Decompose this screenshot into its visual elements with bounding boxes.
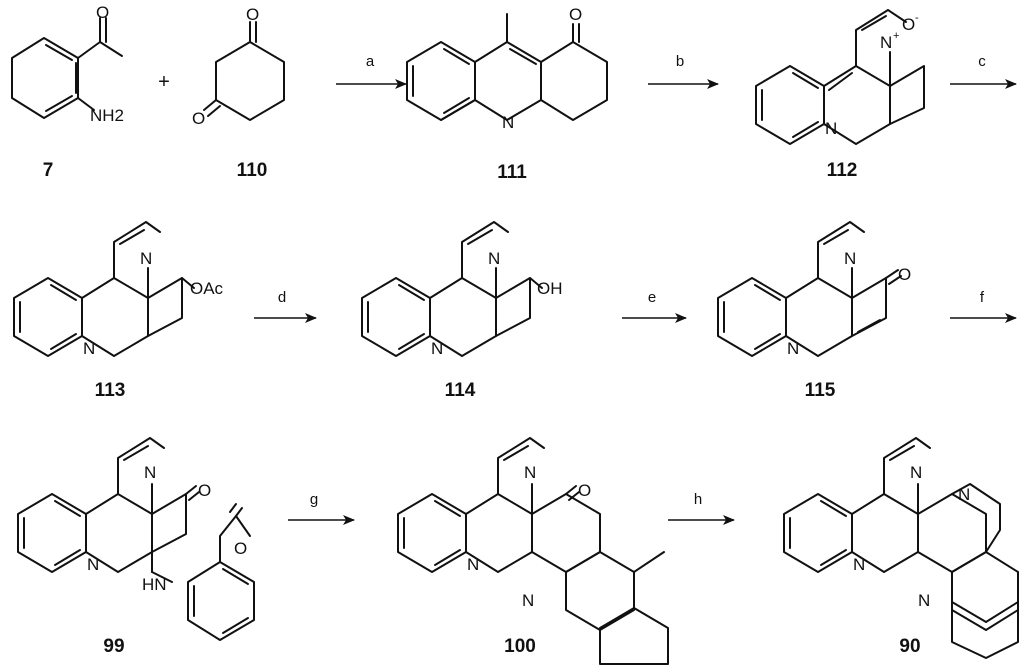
compound-110-label: 110 [237,160,268,181]
compound-113-label: 113 [95,380,126,401]
arrow-step-e: e [622,289,687,323]
compound-115: N O N 115 [717,221,911,401]
compound-114-atom-n: N [431,339,443,358]
step-h-label: h [694,491,702,508]
compound-7-atom-o: O [96,3,109,22]
compound-112-atom-n-plus: N [880,33,892,52]
compound-112-atom-n: N [825,119,837,138]
step-a-label: a [366,53,375,70]
compound-90-structure: N N N N [783,437,1019,659]
compound-7-atom-nh2: NH2 [90,106,124,125]
compound-114-atom-n-top: N [488,249,500,268]
compound-99-atom-o-acetyl: O [234,539,247,558]
compound-115-atom-o: O [898,265,911,284]
compound-99-atom-o: O [198,481,211,500]
compound-99-atom-n-top: N [144,463,156,482]
compound-90-atom-n-bottom: N [918,591,930,610]
compound-115-label: 115 [805,380,836,401]
compound-90-label: 90 [899,636,920,657]
compound-114-atom-oh: OH [537,279,563,298]
compound-100-atom-n-bottom: N [522,591,534,610]
compound-99: N O N HN O 99 [17,437,255,657]
compound-111: O N 111 [406,5,608,183]
compound-111-structure: O N [406,5,608,132]
step-c-label: c [978,53,986,70]
arrow-step-h: h [668,491,735,525]
compound-114-structure: N OH N [361,221,563,358]
compound-99-label: 99 [103,636,124,657]
compound-111-atom-o: O [569,5,582,24]
compound-100-atom-o: O [578,481,591,500]
arrow-step-d: d [254,289,317,323]
arrow-step-a: a [336,53,407,89]
compound-110-structure: O O [192,5,285,128]
compound-7-label: 7 [43,160,54,181]
compound-90-atom-n: N [853,555,865,574]
step-b-label: b [676,53,684,70]
compound-90: N N N N 90 [783,437,1019,659]
compound-112-atom-o: O [902,15,915,34]
compound-113-structure: N OAc N [13,221,224,358]
compound-112-charge-minus: - [915,12,919,24]
compound-100: N O N N 100 [397,437,669,665]
compound-99-atom-hn: HN [142,575,167,594]
compound-115-atom-n: N [787,339,799,358]
compound-113-atom-n: N [83,339,95,358]
compound-112-label: 112 [827,160,858,181]
compound-7-structure: O NH2 [11,3,124,125]
compound-99-structure: N O N HN O [17,437,255,641]
step-f-label: f [980,289,985,306]
compound-90-atom-n-right: N [958,485,970,504]
compound-110-atom-o-top: O [246,5,259,24]
arrow-step-g: g [288,491,355,525]
compound-113: N OAc N 113 [13,221,224,401]
compound-100-label: 100 [504,636,536,657]
plus-sign: + [158,71,170,93]
compound-111-label: 111 [497,162,527,183]
compound-112-charge-plus: + [893,30,899,42]
compound-115-atom-n-top: N [844,249,856,268]
arrow-step-c: c [950,53,1017,89]
compound-7: O NH2 7 [11,3,124,181]
compound-100-atom-n-top: N [524,463,536,482]
arrow-step-b: b [648,53,719,89]
arrow-step-f: f [950,289,1017,323]
compound-115-structure: N O N [717,221,911,358]
compound-113-atom-oac: OAc [190,279,224,298]
compound-111-atom-n: N [502,113,514,132]
compound-99-atom-n: N [87,555,99,574]
compound-110: O O 110 [192,5,285,181]
compound-113-atom-n-top: N [140,249,152,268]
compound-114: N OH N 114 [361,221,563,401]
compound-114-label: 114 [445,380,476,401]
compound-90-atom-n-top: N [910,463,922,482]
step-g-label: g [310,491,318,508]
compound-100-structure: N O N N [397,437,669,665]
step-e-label: e [648,289,656,306]
step-d-label: d [278,289,286,306]
compound-100-atom-n: N [467,555,479,574]
compound-110-atom-o-bottom: O [192,109,205,128]
compound-112: N + O - N 112 [755,9,925,181]
compound-112-structure: N + O - N [755,9,925,145]
